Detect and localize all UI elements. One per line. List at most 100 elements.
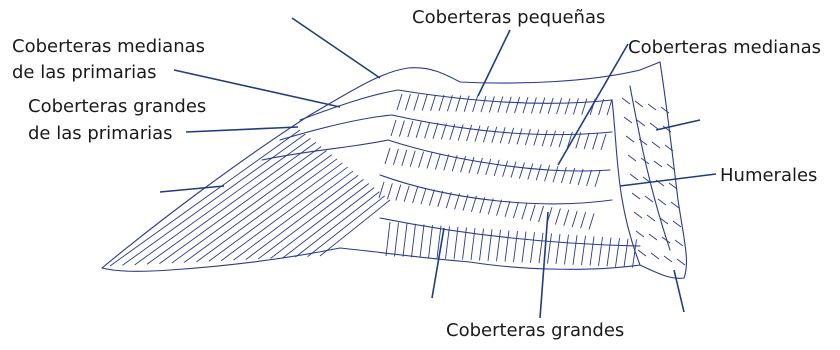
humeral-feather	[658, 199, 666, 205]
covert-feather	[419, 152, 424, 168]
covert-feather	[540, 98, 545, 114]
secondary-feather	[505, 230, 509, 261]
label-medianas-primarias-line2: de las primarias	[12, 62, 157, 83]
secondary-feather	[412, 224, 416, 257]
humeral-edge	[612, 100, 640, 265]
primary-feather	[209, 163, 343, 261]
covert-feather	[402, 150, 407, 166]
covert-feather	[503, 161, 508, 177]
covert-feather	[494, 160, 499, 176]
humeral-feather	[636, 231, 644, 237]
covert-feather	[416, 122, 421, 138]
humeral-feather	[647, 215, 655, 221]
humeral-feather	[624, 117, 632, 123]
covert-feather	[422, 95, 427, 111]
covert-feather	[421, 188, 426, 204]
covert-feather	[481, 96, 486, 112]
covert-feather	[410, 151, 415, 167]
secondary-feather	[454, 227, 458, 259]
leader-coberteras-pequenas	[478, 30, 510, 96]
covert-feather	[477, 158, 482, 174]
covert-feather	[439, 95, 444, 111]
covert-feather	[464, 96, 469, 112]
label-coberteras-medianas: Coberteras medianas	[628, 37, 821, 58]
covert-feather	[565, 98, 570, 114]
primary-feather	[135, 138, 311, 265]
secondary-feather	[607, 238, 611, 267]
secondary-feather	[582, 236, 586, 265]
covert-feather	[414, 94, 419, 110]
covert-feather	[517, 128, 522, 144]
covert-feather	[531, 97, 536, 113]
label-medianas-primarias-line1: Coberteras medianas	[12, 36, 205, 57]
covert-feather	[396, 185, 401, 201]
covert-feather	[393, 149, 398, 165]
covert-feather	[522, 203, 527, 219]
primary-feather	[258, 179, 363, 259]
label-coberteras-pequenas: Coberteras pequeñas	[412, 7, 605, 28]
covert-feather	[525, 129, 530, 145]
covert-feather	[539, 206, 544, 222]
covert-feather	[387, 183, 392, 199]
label-humerales: Humerales	[720, 165, 817, 186]
covert-row-2	[392, 115, 612, 135]
covert-feather	[498, 97, 503, 113]
covert-feather	[399, 121, 404, 137]
covert-feather	[435, 153, 440, 169]
humeral-feather	[635, 101, 643, 107]
covert-feather	[509, 128, 514, 144]
primary-feather	[320, 200, 390, 256]
secondary-feather	[599, 237, 603, 266]
label-grandes-primarias-line1: Coberteras grandes	[28, 96, 206, 117]
covert-feather	[473, 96, 478, 112]
primary-feather	[234, 171, 353, 260]
humeral-feather	[677, 259, 685, 265]
covert-feather	[559, 131, 564, 147]
covert-feather	[405, 94, 410, 110]
humeral-feather	[628, 155, 636, 161]
humeral-feather	[626, 136, 634, 142]
primary-feather	[147, 142, 316, 264]
primary-covert-edge-3	[262, 140, 388, 160]
humeral-feather	[638, 250, 646, 256]
humeral-feather	[630, 174, 638, 180]
humeral-feather	[637, 120, 645, 126]
humeral-feather	[661, 107, 669, 113]
covert-feather	[534, 130, 539, 146]
covert-feather	[545, 165, 550, 181]
covert-feather	[425, 122, 430, 138]
covert-feather	[557, 98, 562, 114]
covert-feather	[551, 131, 556, 147]
secondary-feather	[531, 232, 535, 263]
leader-lines	[160, 18, 716, 318]
humeral-feather	[652, 142, 660, 148]
humeral-feather	[673, 221, 681, 227]
humeral-feather	[675, 240, 683, 246]
covert-feather	[595, 171, 600, 187]
secondary-feather	[386, 222, 390, 256]
covert-feather	[582, 99, 587, 115]
covert-feather	[467, 125, 472, 141]
covert-feather	[500, 127, 505, 143]
covert-feather	[427, 153, 432, 169]
covert-feather	[581, 212, 586, 228]
humeral-feather	[650, 123, 658, 129]
covert-feather	[536, 164, 541, 180]
covert-feather	[530, 205, 535, 221]
label-grandes-primarias-line2: de las primarias	[28, 123, 173, 144]
humeral-feather	[648, 104, 656, 110]
humeral-feather	[622, 98, 630, 104]
secondary-feather	[573, 235, 577, 265]
secondary-feather	[446, 226, 450, 259]
covert-feather	[441, 123, 446, 139]
leader-tertials-unlabeled	[674, 270, 684, 312]
covert-feather	[413, 187, 418, 203]
primary-feather	[196, 159, 337, 262]
covert-feather	[429, 190, 434, 206]
secondary-feather	[565, 235, 569, 265]
covert-feather	[542, 130, 547, 146]
covert-feather	[397, 94, 402, 110]
humeral-feather	[639, 139, 647, 145]
covert-feather	[433, 123, 438, 139]
